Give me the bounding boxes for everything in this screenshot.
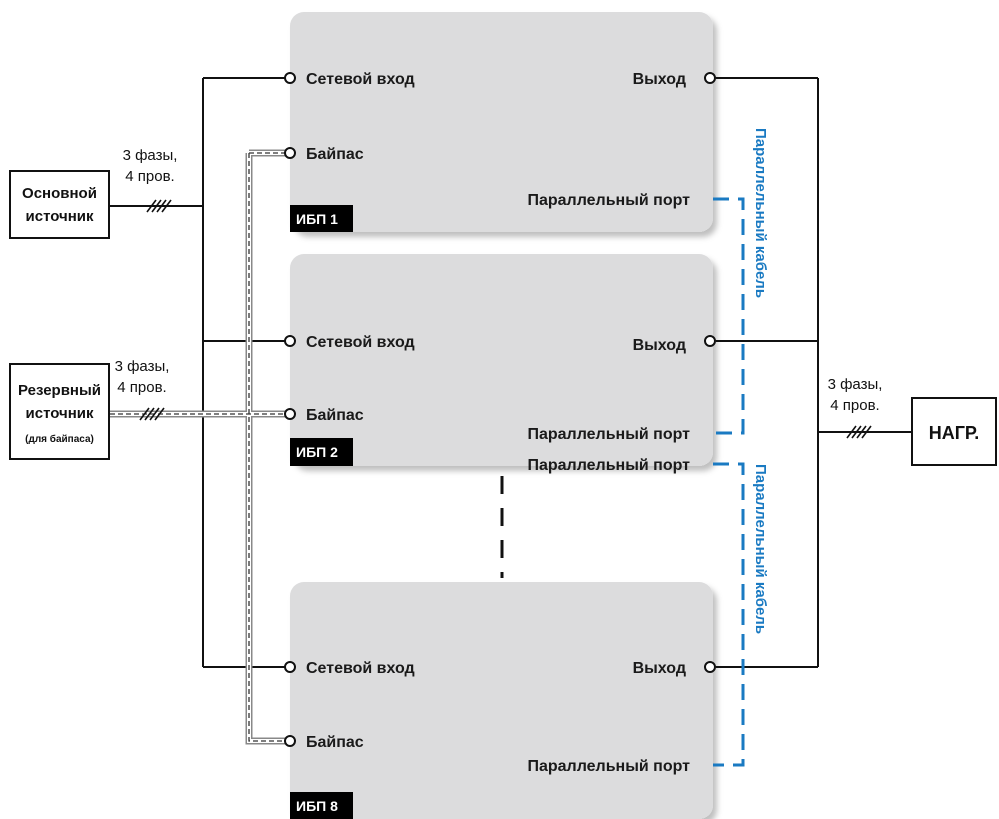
ups-2-tag bbox=[290, 438, 353, 466]
main-phase-line1: 3 фазы, bbox=[123, 147, 178, 164]
parallel-cable-1-label: Параллельный кабель bbox=[752, 128, 769, 298]
ups-1-tag-label: ИБП 1 bbox=[296, 211, 338, 227]
main-source-line1: Основной bbox=[22, 185, 97, 202]
output-bus bbox=[716, 77, 912, 668]
parallel-cable-2 bbox=[713, 462, 745, 767]
ups-8-tag-label: ИБП 8 bbox=[296, 798, 338, 814]
ups-2-bypass-label: Байпас bbox=[306, 407, 364, 424]
ups-8-output-terminal bbox=[704, 661, 716, 673]
terminals bbox=[284, 72, 716, 747]
reserve-phase-line1: 3 фазы, bbox=[115, 358, 170, 375]
ups-2-tag-label: ИБП 2 bbox=[296, 444, 338, 460]
ups-2-mains-terminal bbox=[284, 335, 296, 347]
ups-2-output-terminal bbox=[704, 335, 716, 347]
load-box bbox=[911, 397, 997, 466]
main-source-line2: источник bbox=[26, 208, 94, 225]
ups-8-output-label: Выход bbox=[633, 660, 686, 677]
ups-1-output-terminal bbox=[704, 72, 716, 84]
ups-8-parallel-port-label: Параллельный порт bbox=[527, 758, 690, 775]
ups-1-bypass-label: Байпас bbox=[306, 146, 364, 163]
main-source-box bbox=[9, 170, 110, 239]
reserve-phase-line2: 4 пров. bbox=[117, 379, 166, 396]
reserve-source-line1: Резервный bbox=[18, 382, 101, 399]
bypass-bus bbox=[110, 149, 287, 745]
ups-2-parallel-port-bottom-label: Параллельный порт bbox=[527, 457, 690, 474]
ups-2-bypass-terminal bbox=[284, 408, 296, 420]
ups-8-tag bbox=[290, 792, 353, 819]
ups-2-box bbox=[290, 254, 713, 466]
ups-1-box bbox=[290, 12, 713, 232]
reserve-source-box bbox=[9, 363, 110, 460]
ups-2-output-label: Выход bbox=[633, 337, 686, 354]
ups-1-mains-terminal bbox=[284, 72, 296, 84]
load-phase-line1: 3 фазы, bbox=[828, 376, 883, 393]
reserve-source-line2: источник bbox=[26, 405, 94, 422]
ups-1-output-label: Выход bbox=[633, 71, 686, 88]
ups-8-mains-label: Сетевой вход bbox=[306, 660, 415, 677]
parallel-cable-2-label: Параллельный кабель bbox=[752, 464, 769, 634]
reserve-source-line3: (для байпаса) bbox=[25, 433, 94, 445]
ups-1-parallel-port-label: Параллельный порт bbox=[527, 192, 690, 209]
ups-1-tag bbox=[290, 205, 353, 232]
ups-1-mains-label: Сетевой вход bbox=[306, 71, 415, 88]
ups-2-parallel-port-top-label: Параллельный порт bbox=[527, 426, 690, 443]
parallel-cable-1 bbox=[713, 197, 745, 435]
ups-2-mains-label: Сетевой вход bbox=[306, 334, 415, 351]
ups-1-bypass-terminal bbox=[284, 147, 296, 159]
ups-8-bypass-terminal bbox=[284, 735, 296, 747]
main-phase-line2: 4 пров. bbox=[125, 168, 174, 185]
ups-8-mains-terminal bbox=[284, 661, 296, 673]
load-label: НАГР. bbox=[929, 423, 980, 443]
load-phase-line2: 4 пров. bbox=[830, 397, 879, 414]
phase-marks bbox=[139, 199, 872, 439]
ups-8-box bbox=[290, 582, 713, 819]
ups-8-bypass-label: Байпас bbox=[306, 734, 364, 751]
